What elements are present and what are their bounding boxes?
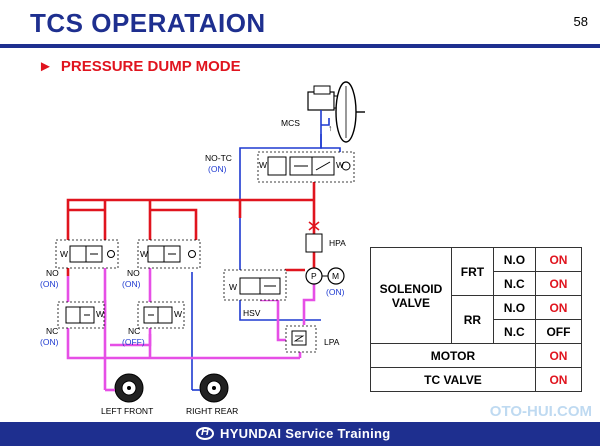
pump-motor	[305, 267, 345, 285]
lpa-accumulator	[285, 325, 317, 353]
right-no-spring-label: W	[140, 249, 148, 259]
hpa-label: HPA	[329, 238, 346, 248]
frt-label: FRT	[450, 247, 494, 296]
right-no-label: NO	[127, 268, 140, 278]
left-nc-spring-label: W	[96, 309, 104, 319]
triangle-bullet-icon: ►	[38, 58, 53, 75]
right-nc-state: (OFF)	[122, 337, 145, 347]
page-title: TCS OPERATAION	[30, 8, 266, 38]
left-front-wheel	[114, 373, 144, 403]
header-divider	[0, 44, 600, 48]
motor-label: M	[332, 271, 339, 281]
no-tc-spring-label: W	[259, 160, 267, 170]
solenoid-valve-label: SOLENOID VALVE	[370, 247, 452, 344]
mcs-arrow-icon: ↑	[328, 123, 332, 133]
hyundai-logo-icon	[196, 426, 214, 440]
hsv-spring-label: W	[229, 282, 237, 292]
no-tc-label: NO-TC	[205, 153, 232, 163]
right-nc-spring-label: W	[174, 309, 182, 319]
valve-status-table: SOLENOID VALVE FRT N.O ON N.C ON RR N.O …	[370, 247, 583, 392]
tc-valve-row-label: TC VALVE	[370, 367, 536, 392]
master-cylinder	[307, 81, 365, 143]
rr-nc-value: OFF	[534, 319, 583, 344]
motor-row-value: ON	[534, 343, 583, 368]
rr-label: RR	[450, 295, 494, 344]
mode-heading: ► PRESSURE DUMP MODE	[38, 58, 241, 75]
frt-no-value: ON	[534, 247, 583, 272]
no-tc-valve	[257, 151, 355, 183]
right-no-state: (ON)	[122, 279, 141, 289]
frt-nc-label: N.C	[492, 271, 536, 296]
rr-no-label: N.O	[492, 295, 536, 320]
tc-valve-row-value: ON	[534, 367, 583, 392]
pump-label: P	[311, 271, 317, 281]
left-nc-state: (ON)	[40, 337, 59, 347]
motor-row-label: MOTOR	[370, 343, 536, 368]
right-rear-label: RIGHT REAR	[186, 406, 238, 416]
page-number: 58	[573, 14, 588, 29]
rr-no-value: ON	[534, 295, 583, 320]
motor-state: (ON)	[326, 287, 345, 297]
lpa-label: LPA	[324, 337, 340, 347]
hpa-accumulator	[305, 221, 323, 253]
left-front-label: LEFT FRONT	[101, 406, 153, 416]
no-tc-state: (ON)	[208, 164, 227, 174]
watermark: OTO-HUI.COM	[489, 403, 592, 420]
footer-brand: HYUNDAI Service Training	[220, 426, 391, 441]
left-nc-label: NC	[46, 326, 58, 336]
rr-nc-label: N.C	[492, 319, 536, 344]
hsv-label: HSV	[243, 308, 261, 318]
footer-bar: HYUNDAI Service Training	[0, 422, 600, 446]
right-no-valve	[137, 239, 201, 269]
no-tc-spring-label-right: W	[336, 160, 344, 170]
right-nc-label: NC	[128, 326, 140, 336]
frt-no-label: N.O	[492, 247, 536, 272]
left-no-valve	[55, 239, 119, 269]
mcs-label: MCS	[281, 118, 300, 128]
left-no-spring-label: W	[60, 249, 68, 259]
hsv-valve	[223, 269, 287, 301]
left-no-label: NO	[46, 268, 59, 278]
right-nc-valve	[137, 301, 185, 329]
mode-heading-text: PRESSURE DUMP MODE	[60, 58, 241, 75]
left-no-state: (ON)	[40, 279, 59, 289]
right-rear-wheel	[199, 373, 229, 403]
left-nc-valve	[57, 301, 105, 329]
frt-nc-value: ON	[534, 271, 583, 296]
